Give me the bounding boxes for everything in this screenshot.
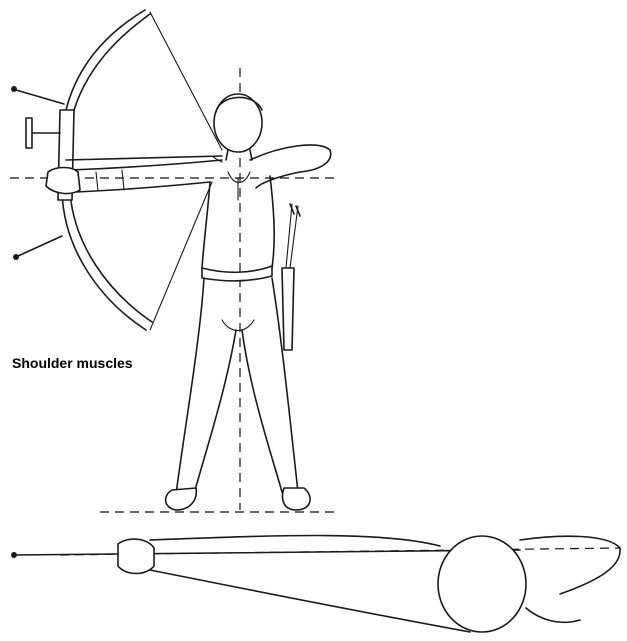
bow-arm-bottom: [76, 182, 210, 192]
caption-shoulder-muscles: Shoulder muscles: [12, 355, 133, 371]
bow-arm-top: [70, 160, 222, 170]
bow-sight-block: [26, 118, 32, 148]
draw-arm-upper: [250, 145, 331, 172]
top-view-arrow: [14, 550, 520, 555]
quiver: [282, 268, 294, 350]
upper-stabilizer-rod: [16, 90, 64, 104]
torso-right-side: [270, 176, 274, 268]
belt: [202, 266, 272, 281]
left-leg-outer: [176, 278, 204, 494]
bow: [11, 10, 222, 330]
top-view-draw-arm: [520, 536, 620, 594]
top-view-shoulder: [526, 608, 580, 622]
seat-line: [222, 320, 254, 331]
right-leg-inner: [242, 330, 282, 492]
arrow-shaft: [66, 156, 222, 160]
top-view-bow-arm-upper: [150, 536, 440, 547]
draw-arm-lower: [256, 172, 300, 188]
right-shoe: [283, 488, 311, 510]
bow-upper-limb-back: [62, 10, 145, 165]
top-view-bow-arm-lower: [150, 570, 470, 632]
bowstring-upper: [150, 12, 222, 150]
bow-lower-limb-back: [62, 192, 146, 330]
archer-top-view: [11, 536, 620, 633]
upper-stabilizer-weight: [11, 86, 17, 92]
top-view-arrow-tip: [11, 552, 17, 558]
left-leg-inner: [194, 330, 236, 494]
top-view-bow-hand: [118, 539, 154, 573]
bow-hand: [46, 168, 80, 194]
shoulder-blade-lines: [228, 172, 250, 200]
lower-stabilizer-rod: [18, 236, 62, 256]
sleeve-cuff-lines: [96, 170, 124, 191]
bow-lower-limb-front: [70, 192, 152, 322]
left-shoe: [166, 488, 197, 510]
lower-stabilizer-weight: [13, 254, 19, 260]
top-view-head: [438, 536, 526, 632]
guide-lines: [10, 68, 620, 555]
